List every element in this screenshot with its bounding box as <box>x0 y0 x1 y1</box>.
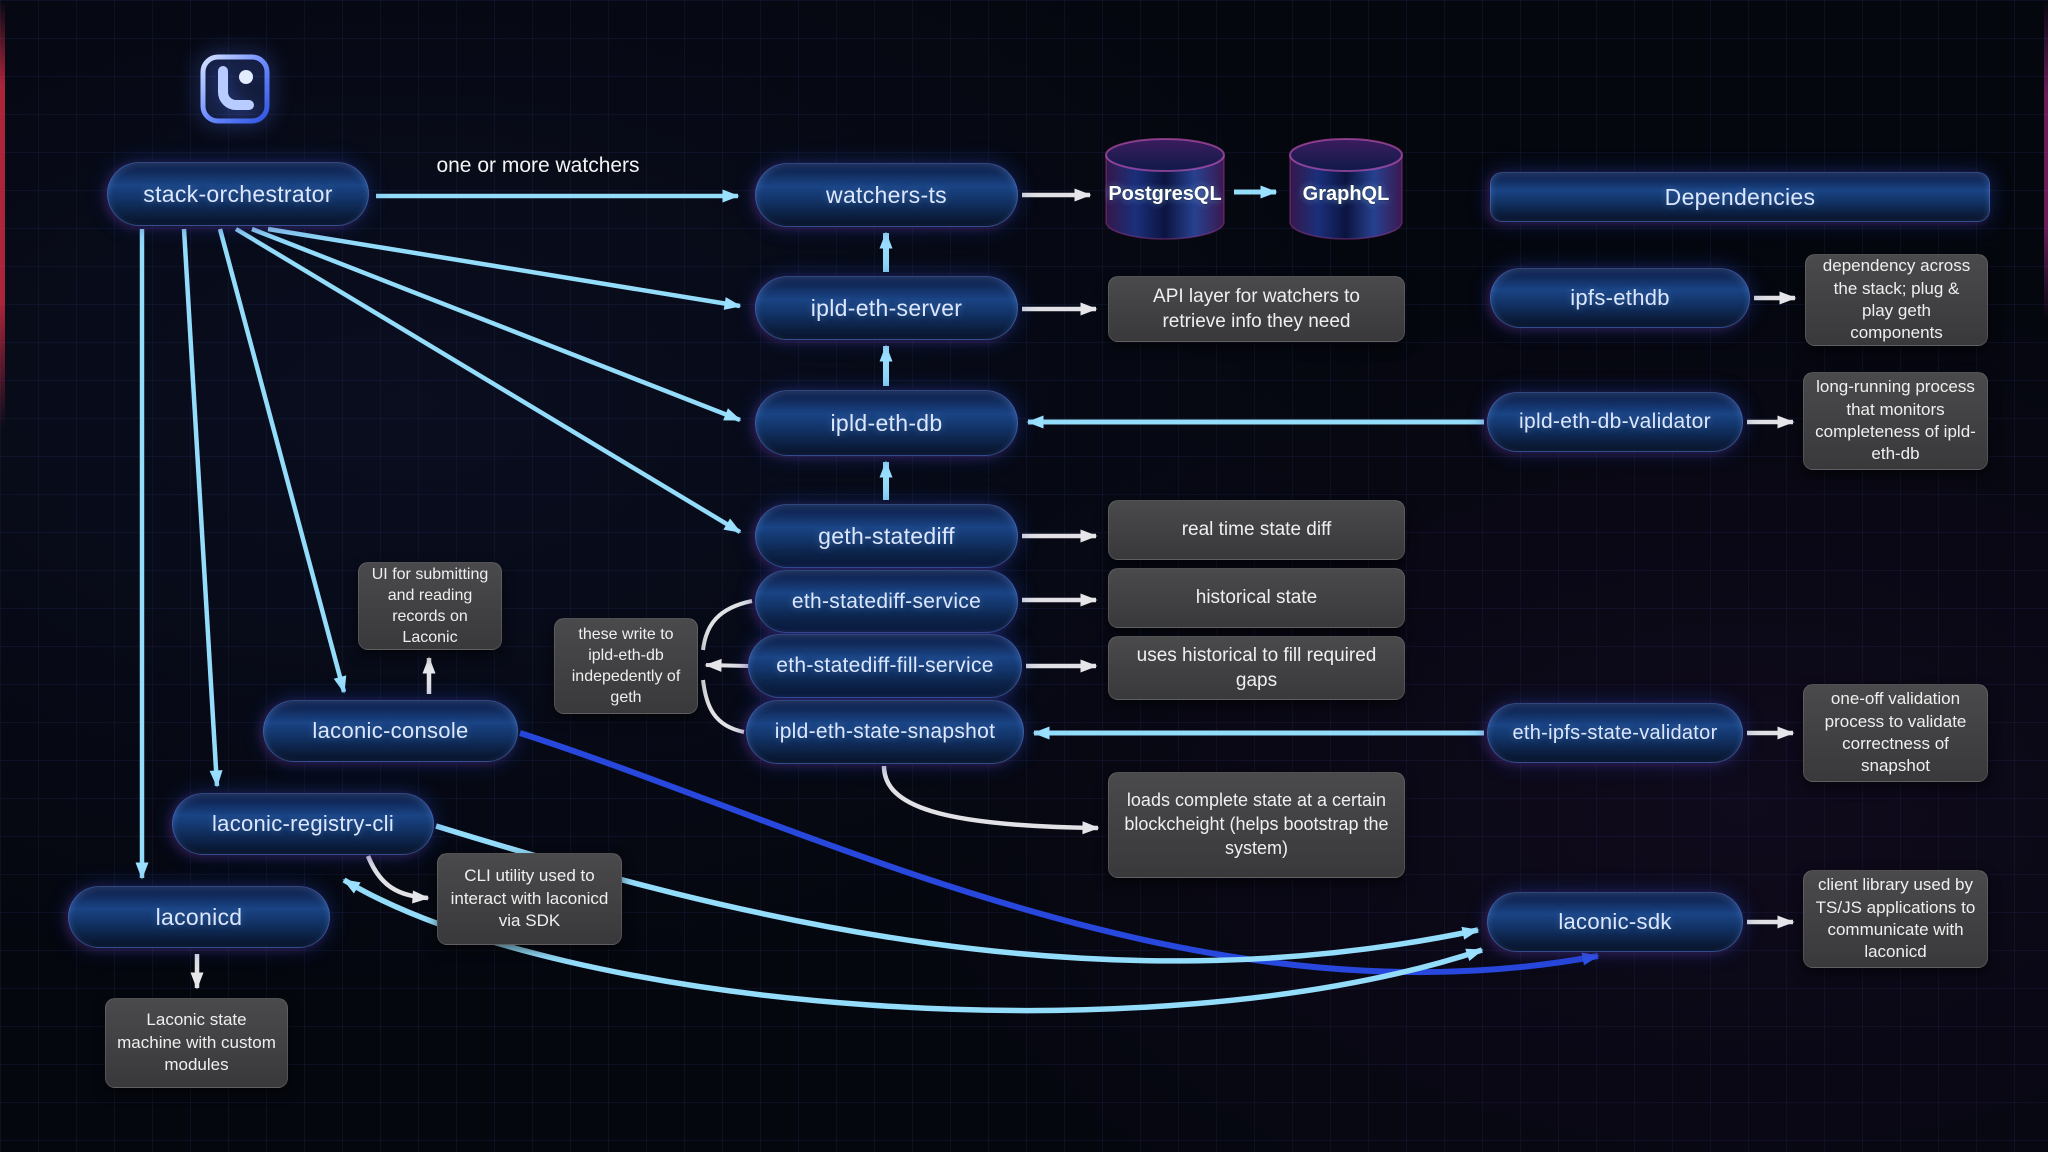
annotation-ui-console: UI for submitting and reading records on… <box>358 562 502 650</box>
arrow-stack-to-geth-statediff <box>234 227 742 534</box>
laconic-logo-icon <box>200 54 270 124</box>
database-postgresql: PostgresQL <box>1100 134 1230 244</box>
annotation-client-library: client library used by TS/JS application… <box>1803 870 1988 968</box>
edge-label-watchers: one or more watchers <box>436 154 640 177</box>
annotation-long-running: long-running process that monitors compl… <box>1803 372 1988 470</box>
node-laconic-sdk: laconic-sdk <box>1487 892 1743 952</box>
cylinder-icon <box>1289 138 1403 240</box>
node-geth-statediff: geth-statediff <box>755 504 1018 568</box>
annotation-fill-gaps: uses historical to fill required gaps <box>1108 636 1405 700</box>
annotation-write-independent: these write to ipld-eth-db indepedently … <box>554 618 698 714</box>
annotation-dependency-across: dependency across the stack; plug & play… <box>1805 254 1988 346</box>
arrow-registry-to-cli-note <box>365 855 430 904</box>
node-eth-statediff-fill-service: eth-statediff-fill-service <box>748 634 1022 698</box>
node-watchers-ts: watchers-ts <box>755 163 1018 227</box>
node-ipld-eth-db: ipld-eth-db <box>755 390 1018 456</box>
annotation-real-time: real time state diff <box>1108 500 1405 560</box>
brace-snapshot-to-write-note <box>701 679 745 734</box>
dependencies-header: Dependencies <box>1490 172 1990 222</box>
annotation-cli-utility: CLI utility used to interact with laconi… <box>437 853 622 945</box>
node-eth-statediff-service: eth-statediff-service <box>755 570 1018 633</box>
node-ipld-eth-db-validator: ipld-eth-db-validator <box>1487 392 1743 452</box>
annotation-one-off: one-off validation process to validate c… <box>1803 684 1988 782</box>
annotation-loads-state: loads complete state at a certain blockc… <box>1108 772 1405 878</box>
brace-service-to-write-note <box>701 599 753 651</box>
node-laconic-registry-cli: laconic-registry-cli <box>172 793 434 855</box>
cylinder-icon <box>1105 138 1225 240</box>
node-eth-ipfs-state-validator: eth-ipfs-state-validator <box>1487 703 1743 763</box>
node-ipfs-ethdb: ipfs-ethdb <box>1490 268 1750 328</box>
laconic-logo <box>196 48 276 132</box>
annotation-state-machine: Laconic state machine with custom module… <box>105 998 288 1088</box>
brace-fill-to-write-note <box>704 658 749 672</box>
node-ipld-eth-state-snapshot: ipld-eth-state-snapshot <box>746 700 1024 764</box>
postgresql-label: PostgresQL <box>1108 182 1222 205</box>
node-laconicd: laconicd <box>68 886 330 948</box>
node-stack-orchestrator: stack-orchestrator <box>107 162 369 226</box>
node-laconic-console: laconic-console <box>263 700 518 762</box>
arrow-stack-to-ipld-eth-db <box>251 226 742 423</box>
node-ipld-eth-server: ipld-eth-server <box>755 276 1018 340</box>
database-graphql: GraphQL <box>1284 134 1408 244</box>
annotation-historical: historical state <box>1108 568 1405 628</box>
annotation-api-layer: API layer for watchers to retrieve info … <box>1108 276 1405 342</box>
arrow-snapshot-to-loads-note <box>881 765 1100 835</box>
arrow-stack-to-ipld-eth-server <box>267 226 742 310</box>
graphql-label: GraphQL <box>1302 182 1390 205</box>
arrow-stack-to-laconic-registry-cli <box>181 228 223 788</box>
arrow-stack-to-laconic-console <box>217 228 347 694</box>
